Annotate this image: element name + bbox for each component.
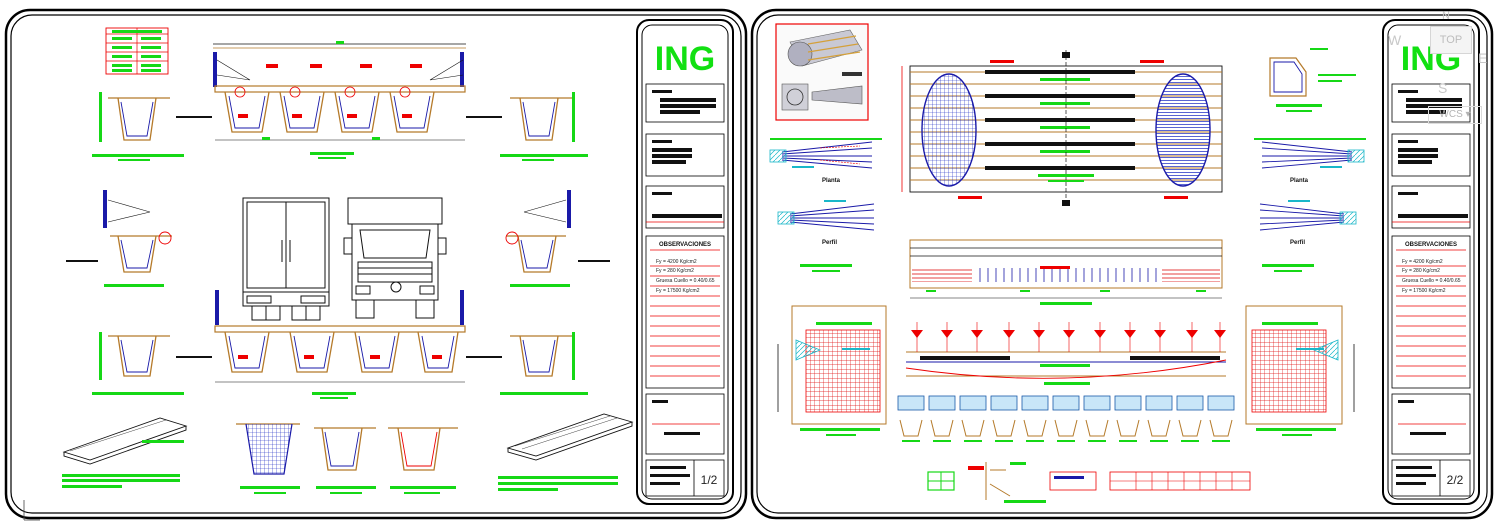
small-section-left-mid bbox=[66, 190, 172, 287]
sheet-1: ING OBSERVACIONES Fy = 4200 Kg/cm2 Fy = … bbox=[4, 8, 748, 520]
beam-elevation bbox=[909, 239, 1223, 305]
rebar-detail-3 bbox=[388, 427, 458, 494]
bridge-section-bottom bbox=[176, 290, 502, 399]
note-4-s2: Fy = 17500 Kg/cm2 bbox=[1402, 288, 1446, 294]
perfil-label-right: Perfil bbox=[1290, 240, 1305, 246]
title-block-2: ING OBSERVACIONES Fy = 4200 Kg/cm2 Fy = … bbox=[1382, 19, 1480, 505]
chevron-down-icon: ▾ bbox=[1465, 109, 1471, 120]
anchor-plan-right: Planta Perfil bbox=[1254, 138, 1366, 272]
note-3-s2: Gruesa Cuello = 0.40/0.65 bbox=[1402, 278, 1461, 284]
tendon-profile bbox=[905, 322, 1227, 385]
legend-table bbox=[105, 27, 169, 75]
wcs-label: WCS bbox=[1439, 109, 1463, 120]
small-section-left-bottom bbox=[92, 332, 184, 395]
viewcube[interactable]: TOP N W E S WCS ▾ bbox=[1376, 10, 1498, 124]
ing-logo: ING bbox=[655, 40, 715, 78]
anchor-render bbox=[775, 23, 869, 121]
bottom-details bbox=[927, 462, 1251, 503]
sheet-2: Planta Perfil bbox=[750, 8, 1494, 520]
anchor-plan-left: Planta Perfil bbox=[769, 138, 882, 272]
deck-plan bbox=[901, 50, 1223, 206]
title-block-1: ING OBSERVACIONES Fy = 4200 Kg/cm2 Fy = … bbox=[636, 19, 734, 505]
viewcube-east[interactable]: E bbox=[1478, 50, 1488, 66]
small-section-right-mid bbox=[505, 190, 610, 287]
slab-detail-left bbox=[62, 417, 188, 488]
planta-label-left: Planta bbox=[822, 178, 841, 184]
planta-label-right: Planta bbox=[1290, 178, 1309, 184]
note-3: Gruesa Cuello = 0.40/0.65 bbox=[656, 278, 715, 284]
end-block-mesh-right bbox=[1245, 305, 1355, 436]
note-1-s2: Fy = 4200 Kg/cm2 bbox=[1402, 259, 1443, 265]
bridge-section-top bbox=[176, 41, 502, 159]
truck-front-view bbox=[343, 197, 447, 319]
observaciones-title-2: OBSERVACIONES bbox=[1405, 242, 1457, 248]
truck-rear-view bbox=[242, 197, 330, 321]
viewcube-top-face[interactable]: TOP bbox=[1430, 26, 1472, 54]
slab-detail-right bbox=[498, 413, 634, 491]
note-2-s2: Fy = 280 Kg/cm2 bbox=[1402, 268, 1440, 274]
ucs-icon bbox=[23, 500, 40, 521]
observaciones-title: OBSERVACIONES bbox=[659, 242, 711, 248]
sheet-number-2: 2/2 bbox=[1447, 473, 1464, 487]
viewcube-west[interactable]: W bbox=[1388, 32, 1402, 48]
viewcube-south[interactable]: S bbox=[1438, 80, 1448, 96]
wcs-menu[interactable]: WCS ▾ bbox=[1428, 106, 1482, 124]
note-1: Fy = 4200 Kg/cm2 bbox=[656, 259, 697, 265]
section-row bbox=[897, 395, 1235, 442]
small-section-right-top bbox=[500, 92, 588, 161]
small-section-right-bottom bbox=[500, 332, 588, 395]
end-block-mesh-left bbox=[777, 305, 887, 436]
small-section-left-top bbox=[92, 92, 184, 161]
viewcube-north[interactable]: N bbox=[1442, 10, 1450, 22]
perfil-label-left: Perfil bbox=[822, 240, 837, 246]
rebar-detail-mesh bbox=[236, 423, 300, 494]
note-4: Fy = 17500 Kg/cm2 bbox=[656, 288, 700, 294]
sheet-number-1: 1/2 bbox=[701, 473, 718, 487]
rebar-detail-2 bbox=[314, 427, 376, 494]
corner-detail bbox=[1269, 48, 1356, 112]
note-2: Fy = 280 Kg/cm2 bbox=[656, 268, 694, 274]
